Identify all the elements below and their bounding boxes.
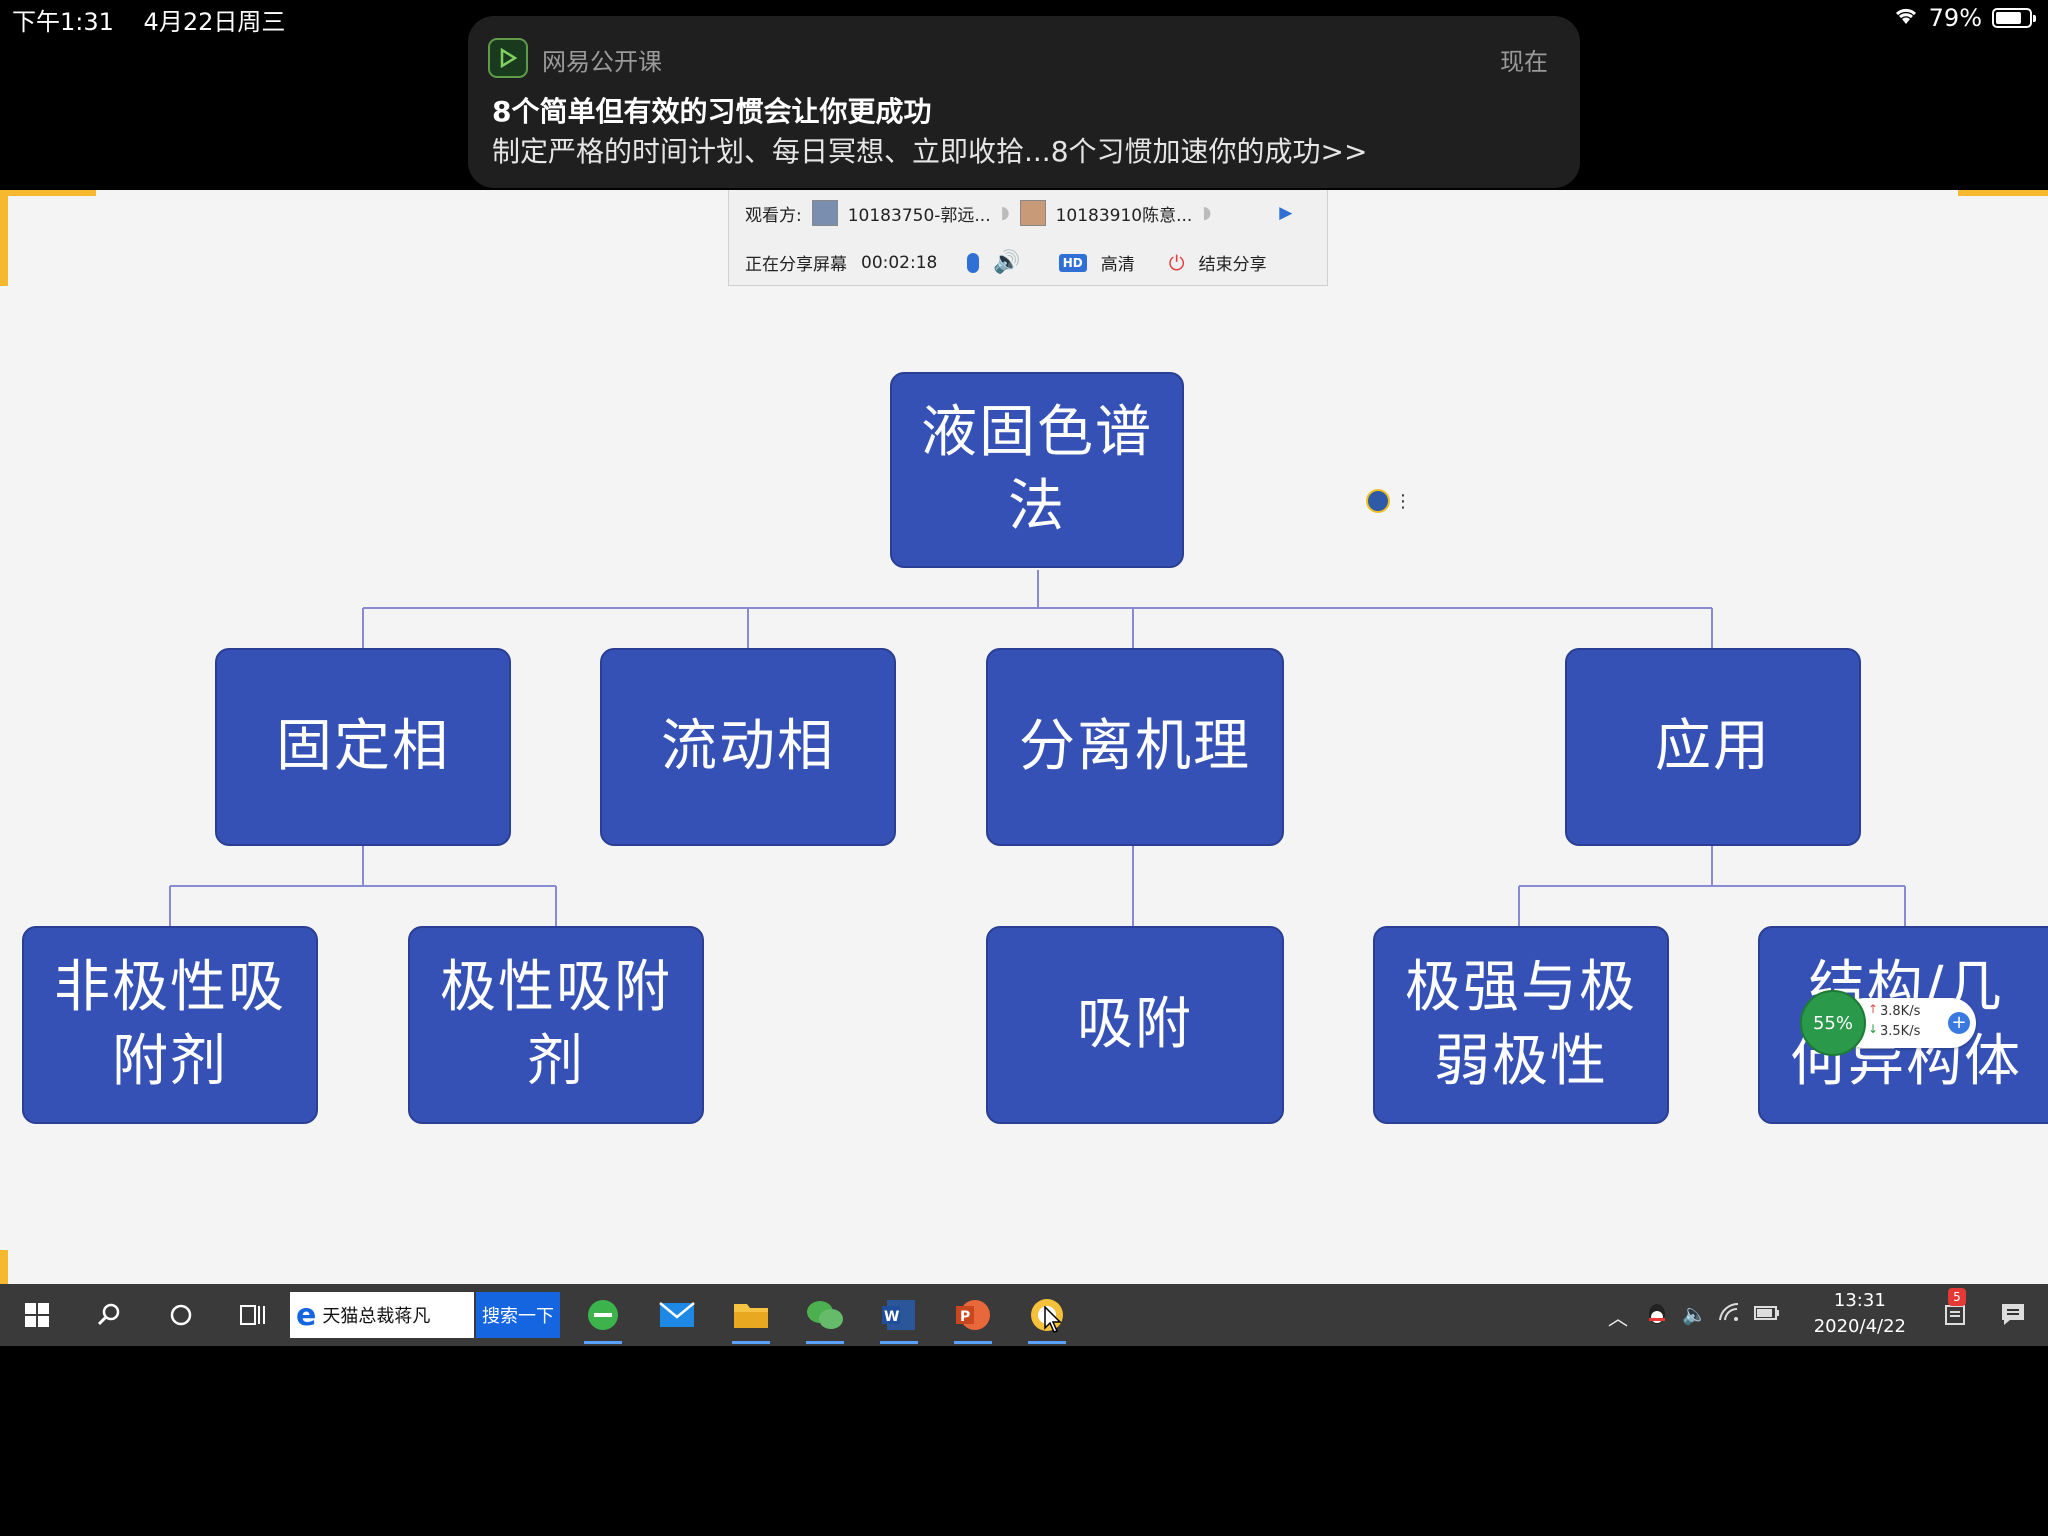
screen-share-toolbar: 观看方: 10183750-郭远... ◗ 10183910陈意... ◗ ▶ … [728,190,1328,286]
svg-text:P: P [960,1309,970,1325]
share-border-corner [0,190,8,286]
hd-quality-button[interactable]: 高清 [1100,255,1135,275]
clock-time: 13:31 [1833,1290,1886,1311]
node-label: 极性吸附剂 [440,955,672,1094]
hd-icon[interactable]: HD [1058,253,1087,272]
node-label: 吸附 [1077,992,1193,1057]
app-icon [488,38,528,78]
upload-speed: 3.8K/s [1880,1004,1921,1019]
qq-icon[interactable] [1646,1302,1668,1331]
share-duration: 00:02:18 [861,252,938,273]
mindmap-node-application: 应用 [1565,648,1861,846]
network-icon[interactable] [1718,1302,1740,1327]
browser-search-box[interactable]: e 天猫总裁蒋凡 [290,1292,474,1338]
more-icon[interactable]: ⋮ [1394,490,1412,512]
mindmap-node-stationary-phase: 固定相 [215,648,511,846]
arrow-right-icon[interactable]: ▶ [1279,203,1293,223]
memory-usage-ball[interactable]: 55% [1800,990,1866,1056]
download-arrow-icon: ↓ [1868,1022,1879,1036]
status-time: 下午1:31 [12,8,114,36]
notification-time: 现在 [1500,48,1548,76]
system-tray: ︿ 🔈 13:31 2020/4/22 5 [1608,1284,2048,1346]
notification-list-icon[interactable] [1944,1302,1968,1331]
search-text: 天猫总裁蒋凡 [322,1306,431,1327]
viewers-label: 观看方: [745,205,802,226]
notification-banner[interactable]: 网易公开课 现在 8个简单但有效的习惯会让你更成功 制定严格的时间计划、每日冥想… [468,16,1580,188]
mindmap-root-node: 液固色谱法 [890,372,1184,568]
taskbar-clock[interactable]: 13:31 2020/4/22 [1814,1288,1906,1340]
task-view-icon[interactable] [230,1292,276,1338]
node-label: 固定相 [276,714,450,779]
ipad-status-left: 下午1:31 4月22日周三 [12,2,307,37]
power-icon[interactable]: ⏻ [1168,250,1185,275]
search-button[interactable]: 搜索一下 [476,1292,560,1338]
mindmap-node-polarity: 极强与极弱极性 [1373,926,1669,1124]
search-icon[interactable] [86,1292,132,1338]
viewer-name[interactable]: 10183750-郭远... [847,205,991,226]
viewer-avatar [1019,200,1046,226]
viewer-name[interactable]: 10183910陈意... [1055,205,1193,226]
mindmap-node-nonpolar-adsorbent: 非极性吸附剂 [22,926,318,1124]
notification-app-name: 网易公开课 [542,48,662,76]
mindmap-node-mobile-phase: 流动相 [600,648,896,846]
end-share-button[interactable]: 结束分享 [1198,255,1267,275]
node-label: 极强与极弱极性 [1405,955,1637,1094]
viewer-avatar [811,200,838,226]
battery-percent: 79% [1928,4,1982,32]
notification-count-badge: 5 [1948,1288,1966,1306]
node-label: 非极性吸附剂 [54,955,286,1094]
share-border-corner [0,190,96,196]
action-center-icon[interactable] [2000,1302,2026,1331]
word-icon[interactable]: W [876,1292,922,1344]
windows-start-icon[interactable] [14,1292,60,1338]
download-speed: 3.5K/s [1880,1024,1921,1039]
sharing-status: 正在分享屏幕 [745,255,847,275]
browser-360-icon[interactable] [580,1292,626,1344]
notification-title: 8个简单但有效的习惯会让你更成功 [492,95,932,128]
speaker-indicator-icon: ◗ [1202,203,1212,223]
node-label: 液固色谱法 [921,400,1153,539]
cortana-icon[interactable] [158,1292,204,1338]
node-label: 分离机理 [1019,714,1251,779]
shared-screen: 观看方: 10183750-郭远... ◗ 10183910陈意... ◗ ▶ … [0,190,2048,1346]
speaker-indicator-icon: ◗ [1000,203,1010,223]
mindmap-node-adsorption: 吸附 [986,926,1284,1124]
battery-icon [1992,8,2036,28]
share-border-corner [1958,190,2048,196]
svg-text:W: W [884,1309,899,1325]
microphone-icon[interactable] [967,252,980,273]
network-speed-widget[interactable]: ↑ 3.8K/s ↓ 3.5K/s + 55% [1800,990,1976,1056]
plus-icon[interactable]: + [1948,1012,1970,1034]
ie-icon: e [296,1297,317,1333]
status-date: 4月22日周三 [143,8,286,36]
ipad-status-right: 79% [1893,4,2036,32]
notification-body: 制定严格的时间计划、每日冥想、立即收拾...8个习惯加速你的成功>> [492,135,1368,168]
wifi-icon [1893,4,1919,32]
volume-icon[interactable]: 🔈 [1682,1302,1707,1326]
wechat-icon[interactable] [802,1292,848,1344]
mindmap-node-polar-adsorbent: 极性吸附剂 [408,926,704,1124]
mouse-cursor-icon [1044,1305,1064,1338]
node-label: 流动相 [661,714,835,779]
mail-icon[interactable] [654,1292,700,1338]
windows-taskbar: e 天猫总裁蒋凡 搜索一下 W P ︿ [0,1284,2048,1346]
mindmap-node-separation-mechanism: 分离机理 [986,648,1284,846]
mindmap-connectors [169,570,1906,926]
clock-date: 2020/4/22 [1813,1316,1906,1337]
powerpoint-icon[interactable]: P [950,1292,996,1344]
app-icon [1366,489,1390,513]
file-explorer-icon[interactable] [728,1292,774,1344]
chevron-up-icon[interactable]: ︿ [1608,1306,1628,1330]
upload-arrow-icon: ↑ [1868,1002,1879,1016]
speaker-icon[interactable]: 🔊 [993,250,1021,275]
battery-tray-icon[interactable] [1754,1302,1780,1326]
floating-widget[interactable]: ⋮ [1366,486,1418,516]
node-label: 应用 [1655,714,1771,779]
